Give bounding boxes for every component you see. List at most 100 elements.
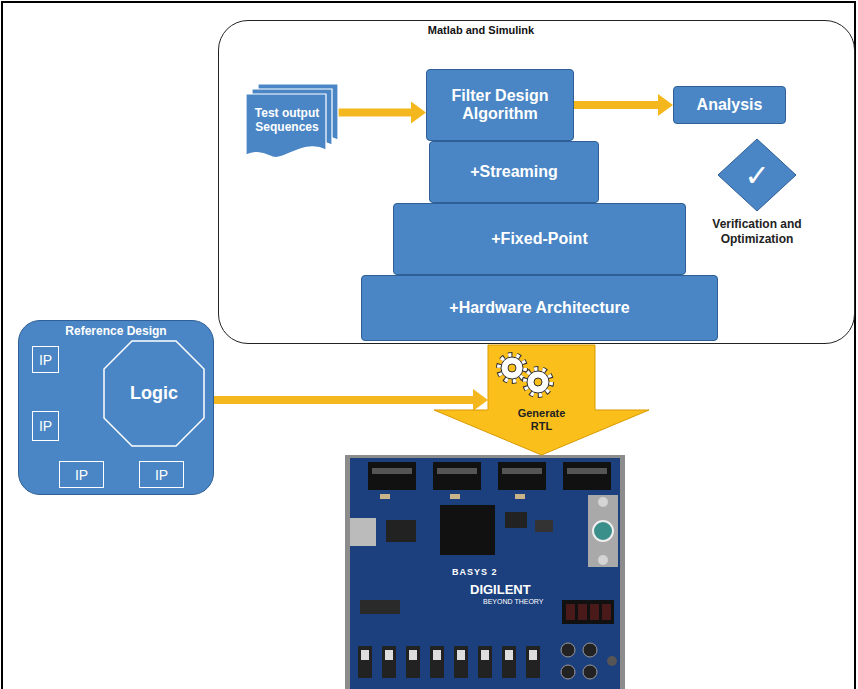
process-box: Filter Design Algorithm <box>426 69 574 141</box>
smd-component <box>450 494 460 499</box>
box-label: +Hardware Architecture <box>449 299 629 317</box>
gear-icon <box>500 356 525 381</box>
push-button <box>583 665 597 679</box>
pmod-connector <box>368 462 416 490</box>
seven-segment-display <box>562 600 614 624</box>
box-label: +Streaming <box>470 163 558 181</box>
display-digit <box>578 604 587 620</box>
box-label: Analysis <box>697 96 763 114</box>
usb-port <box>350 518 376 546</box>
push-button <box>583 643 597 657</box>
document-sheet <box>246 94 326 158</box>
display-digit <box>566 604 575 620</box>
chip <box>505 512 527 528</box>
brand-name: DIGILENT <box>470 582 531 597</box>
switch-knob <box>385 650 393 660</box>
flow-arrow <box>574 94 673 116</box>
gear-teeth <box>526 370 551 395</box>
flow-arrow <box>338 102 426 124</box>
gear-icon <box>526 370 551 395</box>
gear-body <box>501 357 523 379</box>
decision-diamond: ✓Verification and Optimization <box>687 139 827 274</box>
document-label: Test output Sequences <box>248 96 326 146</box>
led <box>607 656 617 666</box>
ip-block: IP <box>32 411 59 441</box>
gear-hole <box>508 364 516 372</box>
region-title: Matlab and Simulink <box>371 24 591 36</box>
arrow-shaft <box>214 396 473 404</box>
chip <box>535 520 553 532</box>
switch-knob <box>433 650 441 660</box>
arrow-head <box>473 389 488 411</box>
smd-component <box>380 494 390 499</box>
arrow-shaft <box>574 101 658 109</box>
smd-component <box>515 494 525 499</box>
slide-switch <box>430 646 444 678</box>
gear-teeth <box>526 370 551 395</box>
display-digit <box>590 604 599 620</box>
process-box: Analysis <box>673 86 786 124</box>
connector-screw <box>598 555 608 565</box>
generate-arrow: Generate RTL <box>488 345 595 455</box>
ip-label: IP <box>39 418 52 434</box>
slide-switch <box>358 646 372 678</box>
ip-label: IP <box>75 467 88 483</box>
ip-block: IP <box>59 461 104 488</box>
push-button <box>561 643 575 657</box>
circuit-board <box>350 458 620 689</box>
gear-teeth <box>500 356 525 381</box>
ip-block: IP <box>139 461 184 488</box>
arrow-head <box>411 102 426 124</box>
document-stack: Test output Sequences <box>246 84 338 162</box>
gear-body <box>527 371 549 393</box>
box-label: +Fixed-Point <box>491 230 587 248</box>
arrow-label: Generate RTL <box>510 407 574 433</box>
fpga-board-photo <box>345 455 625 689</box>
gear-hole <box>534 378 542 386</box>
layer-box: +Fixed-Point <box>393 203 686 275</box>
slide-switch <box>502 646 516 678</box>
connector-pins <box>502 468 542 474</box>
vga-connector <box>588 495 618 567</box>
connector-pins <box>437 468 477 474</box>
display-digit <box>602 604 611 620</box>
slide-switch <box>406 646 420 678</box>
layer-box: +Hardware Architecture <box>361 275 718 341</box>
flow-arrow <box>214 389 488 411</box>
layer-box: +Streaming <box>429 141 599 203</box>
connector-screw <box>598 497 608 507</box>
switch-knob <box>409 650 417 660</box>
slide-switch <box>526 646 540 678</box>
push-button <box>561 665 575 679</box>
connector-socket <box>593 521 613 541</box>
box-label: Filter Design Algorithm <box>433 87 567 124</box>
ip-label: IP <box>155 467 168 483</box>
block-arrow-shape <box>488 345 595 455</box>
reference-design-box: Reference DesignIPLogicIPIPIP <box>18 320 214 495</box>
connector-pins <box>567 468 607 474</box>
logic-octagon: Logic <box>104 341 204 446</box>
ip-block: IP <box>32 346 59 373</box>
slide-switch <box>454 646 468 678</box>
ip-label: IP <box>39 352 52 368</box>
pmod-connector <box>498 462 546 490</box>
switch-knob <box>529 650 537 660</box>
arrow-shaft <box>338 109 411 117</box>
tool-region: Matlab and SimulinkTest output Sequences… <box>218 20 855 344</box>
switch-knob <box>481 650 489 660</box>
fpga-chip <box>440 505 495 555</box>
switch-knob <box>361 650 369 660</box>
logic-label: Logic <box>130 383 178 404</box>
pmod-connector <box>433 462 481 490</box>
board-name: BASYS 2 <box>452 567 498 577</box>
chip <box>360 600 400 614</box>
slide-switch <box>382 646 396 678</box>
brand-slogan: BEYOND THEORY <box>483 598 543 605</box>
gear-teeth <box>500 356 525 381</box>
check-symbol: ✓ <box>687 139 827 211</box>
arrow-head <box>658 94 673 116</box>
switch-knob <box>457 650 465 660</box>
block-arrow <box>434 345 649 455</box>
pmod-connector <box>563 462 611 490</box>
